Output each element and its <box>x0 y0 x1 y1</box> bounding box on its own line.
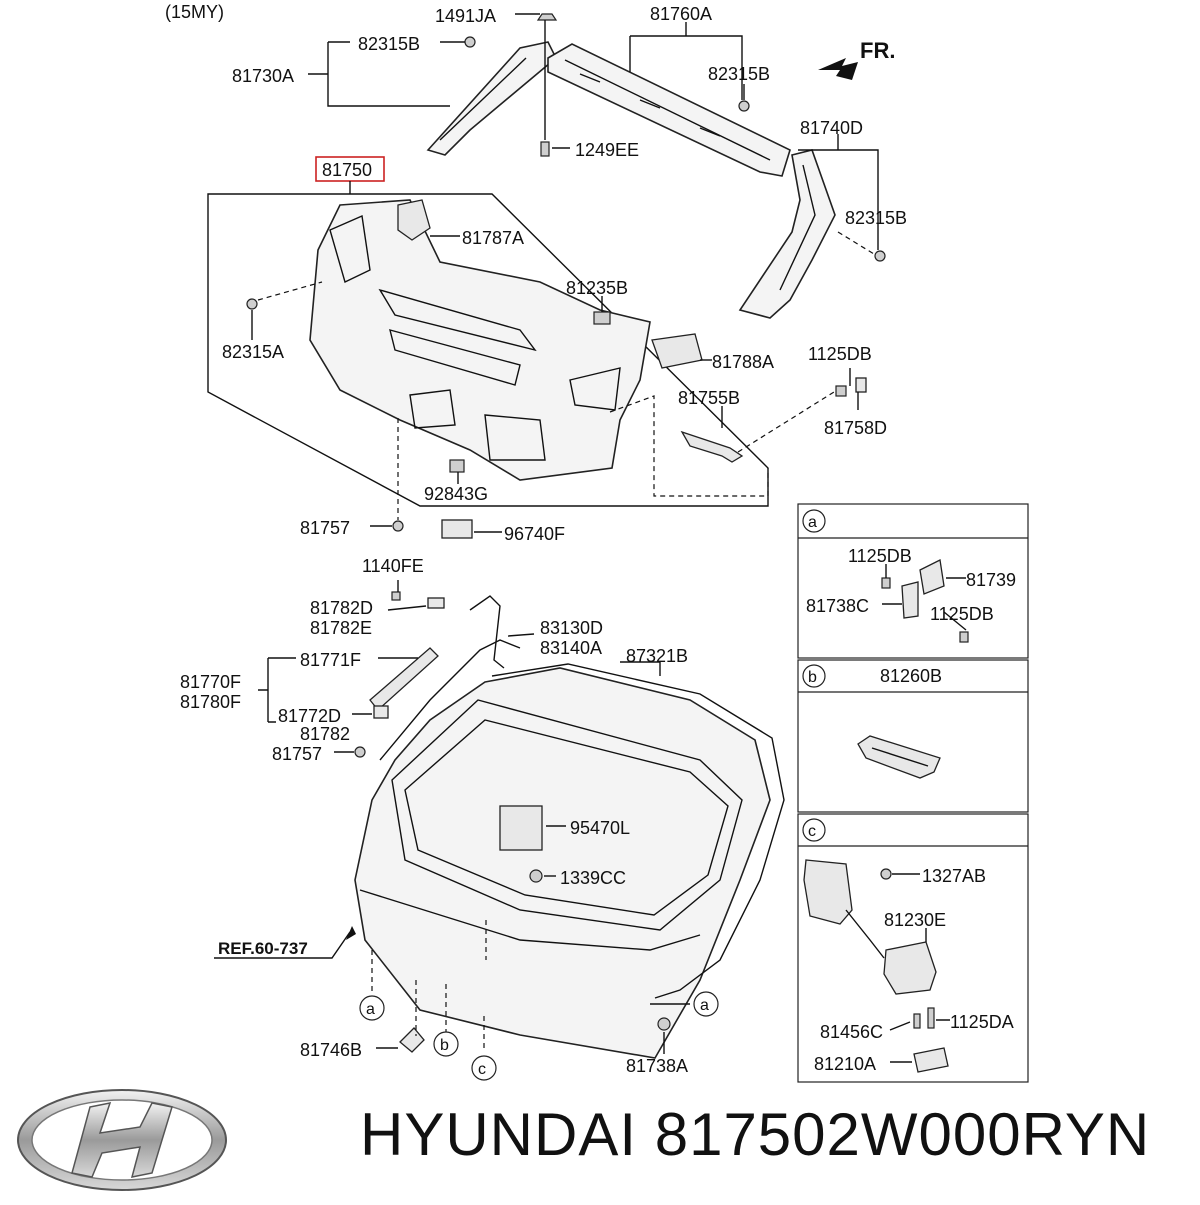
part-81755b-label: 81755B <box>678 388 740 408</box>
part-81770f-label: 81770F <box>180 672 241 692</box>
hyundai-logo-icon <box>12 1085 232 1200</box>
clip-81757-bottom-icon <box>354 746 366 758</box>
part-81758d-label: 81758D <box>824 418 887 438</box>
direction-label: FR. <box>860 38 895 63</box>
bracket-81772d-icon <box>373 705 389 719</box>
cap-81758d-icon <box>855 377 867 393</box>
callout-c: c <box>471 1055 497 1081</box>
bracket-81782d-icon <box>427 597 445 609</box>
clip-1491ja-icon <box>536 13 558 21</box>
model-year-note: (15MY) <box>165 2 224 22</box>
highlighted-part-label: 81750 <box>322 160 372 180</box>
part-81771f-label: 81771F <box>300 650 361 670</box>
part-83130d-label: 83130D <box>540 618 603 638</box>
part-82315b-top-label: 82315B <box>358 34 420 54</box>
bolt-1125db-icon <box>835 385 847 397</box>
detail-a-bolt-bottom-label: 1125DB <box>930 604 994 624</box>
part-81738a-label: 81738A <box>626 1056 688 1076</box>
clip-81235b-icon <box>593 311 611 325</box>
detail-a-bracket-label: 81739 <box>966 570 1016 590</box>
clip-82315a-icon <box>246 298 258 310</box>
part-82315b-side-label: 82315B <box>845 208 907 228</box>
clip-82315b-top-icon <box>464 36 476 48</box>
svg-text:a: a <box>366 1001 375 1018</box>
clip-82315b-side-icon <box>874 250 886 262</box>
detail-c-nut-label: 1327AB <box>922 866 986 886</box>
detail-a-bolt-top-label: 1125DB <box>848 546 912 566</box>
detail-c-screw-label: 81456C <box>820 1022 883 1042</box>
part-81235b-label: 81235B <box>566 278 628 298</box>
detail-panel-c: c 1327AB 81230E 81456C 1125DA 81210A <box>797 813 1029 1083</box>
detail-b-tag: b <box>808 669 817 686</box>
part-81787a-label: 81787A <box>462 228 524 248</box>
detail-panel-b: b 81260B <box>797 659 1029 813</box>
nut-1339cc-icon <box>529 869 543 883</box>
upper-garnish-trim <box>547 43 791 177</box>
clip-81757-top-icon <box>392 520 404 532</box>
part-81757-top-label: 81757 <box>300 518 350 538</box>
part-81780f-label: 81780F <box>180 692 241 712</box>
part-1249ee-label: 1249EE <box>575 140 639 160</box>
part-81772d-label: 81772D <box>278 706 341 726</box>
part-87321b-label: 87321B <box>626 646 688 666</box>
part-96740f-label: 96740F <box>504 524 565 544</box>
part-81782e-label: 81782E <box>310 618 372 638</box>
part-82315b-right-label: 82315B <box>708 64 770 84</box>
part-81782d-label: 81782D <box>310 598 373 618</box>
grille-cover-81788a-icon <box>651 333 703 369</box>
tailgate-panel <box>354 667 771 1059</box>
part-81788a-label: 81788A <box>712 352 774 372</box>
detail-a-plate-label: 81738C <box>806 596 869 616</box>
part-82315a-label: 82315A <box>222 342 284 362</box>
clip-92843g-icon <box>449 459 465 473</box>
detail-b-part-label: 81260B <box>880 666 942 686</box>
detail-panel-a: a 1125DB 81739 81738C 1125DB <box>797 503 1029 659</box>
part-81746b-label: 81746B <box>300 1040 362 1060</box>
bolt-1140fe-icon <box>391 591 401 601</box>
grille-cover-81787a-icon <box>397 199 431 241</box>
weatherstrip-87321b <box>491 663 785 999</box>
tailgate-trim-panel <box>309 199 651 481</box>
clip-82315b-right-icon <box>738 100 750 112</box>
part-1140fe-label: 1140FE <box>362 556 424 576</box>
part-1491ja-label: 1491JA <box>435 6 496 26</box>
part-81757-bottom-label: 81757 <box>272 744 322 764</box>
pillar-trim-right <box>738 149 836 319</box>
module-96740f-icon <box>441 519 473 539</box>
callout-a-left: a <box>359 995 385 1021</box>
part-1339cc-label: 1339CC <box>560 868 626 888</box>
wire-harness-83130d <box>379 595 521 761</box>
detail-c-striker-label: 81210A <box>814 1054 876 1074</box>
part-81740d-label: 81740D <box>800 118 863 138</box>
part-95470l-label: 95470L <box>570 818 630 838</box>
bumper-81738a-icon <box>657 1017 671 1031</box>
svg-text:a: a <box>700 997 709 1014</box>
svg-text:b: b <box>440 1037 449 1054</box>
part-81782-label: 81782 <box>300 724 350 744</box>
svg-text:c: c <box>478 1061 486 1078</box>
part-83140a-label: 83140A <box>540 638 602 658</box>
part-1125db-label: 1125DB <box>808 344 872 364</box>
part-92843g-label: 92843G <box>424 484 488 504</box>
handle-81755b-icon <box>680 430 744 463</box>
pillar-trim-left <box>426 41 557 156</box>
detail-c-bolt-label: 1125DA <box>950 1012 1014 1032</box>
detail-c-actuator-label: 81230E <box>884 910 946 930</box>
part-81760a-label: 81760A <box>650 4 712 24</box>
callout-a-right: a <box>693 991 719 1017</box>
bracket-81746b-icon <box>399 1027 425 1053</box>
screw-1249ee-icon <box>540 141 550 157</box>
reference-label: REF.60-737 <box>218 939 308 958</box>
detail-a-tag: a <box>808 514 817 531</box>
part-number-title: HYUNDAI 817502W000RYN <box>360 1101 1151 1168</box>
detail-c-tag: c <box>808 823 816 840</box>
forward-arrow-icon <box>818 58 858 80</box>
callout-b: b <box>433 1031 459 1057</box>
module-95470l-icon <box>499 805 543 851</box>
part-81730a-label: 81730A <box>232 66 294 86</box>
